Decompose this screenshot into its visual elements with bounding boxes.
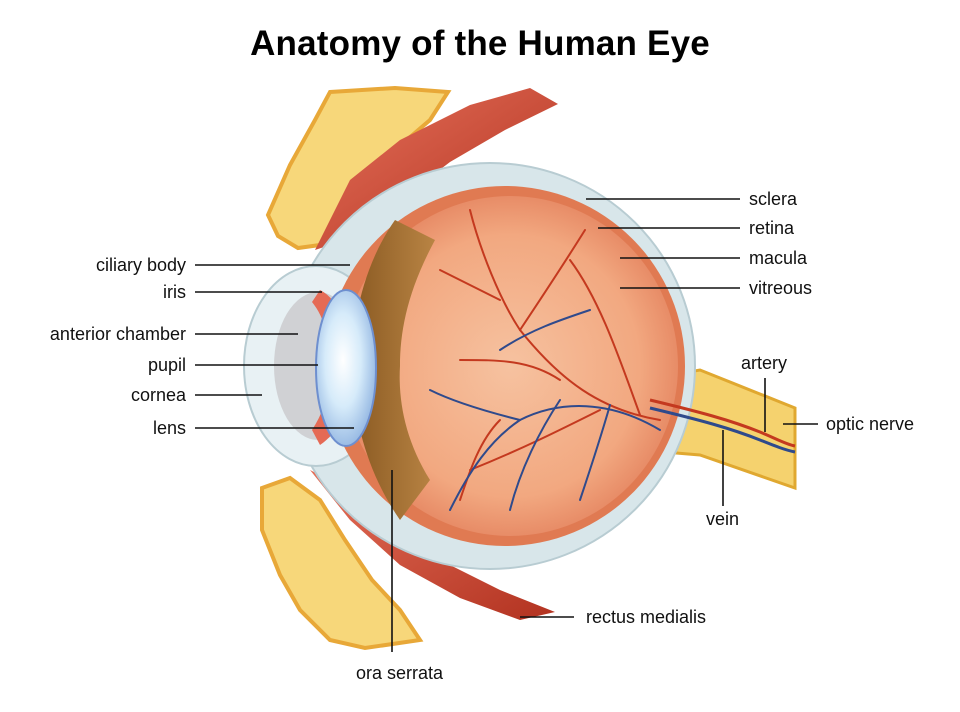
ciliary-body xyxy=(352,220,435,520)
label-retina: retina xyxy=(749,218,795,238)
page-title: Anatomy of the Human Eye xyxy=(250,24,710,63)
label-rectus-medialis: rectus medialis xyxy=(586,607,706,627)
label-pupil: pupil xyxy=(148,355,186,375)
vitreous-body xyxy=(342,196,678,536)
label-macula: macula xyxy=(749,248,808,268)
label-optic-nerve: optic nerve xyxy=(826,414,914,434)
retinal-veins xyxy=(429,309,661,511)
label-iris: iris xyxy=(163,282,186,302)
leader-lines xyxy=(195,198,818,652)
central-artery xyxy=(649,398,796,448)
central-vein xyxy=(649,406,796,454)
label-lens: lens xyxy=(153,418,186,438)
label-sclera: sclera xyxy=(749,189,798,209)
label-vein: vein xyxy=(706,509,739,529)
lens xyxy=(315,289,377,447)
label-ciliary-body: ciliary body xyxy=(96,255,186,275)
lower-orbit-bone xyxy=(260,475,424,651)
label-ora-serrata: ora serrata xyxy=(356,663,444,683)
retinal-arteries xyxy=(439,209,661,501)
label-artery: artery xyxy=(741,353,787,373)
label-anterior-chamber: anterior chamber xyxy=(50,324,186,344)
label-cornea: cornea xyxy=(131,385,187,405)
label-vitreous: vitreous xyxy=(749,278,812,298)
